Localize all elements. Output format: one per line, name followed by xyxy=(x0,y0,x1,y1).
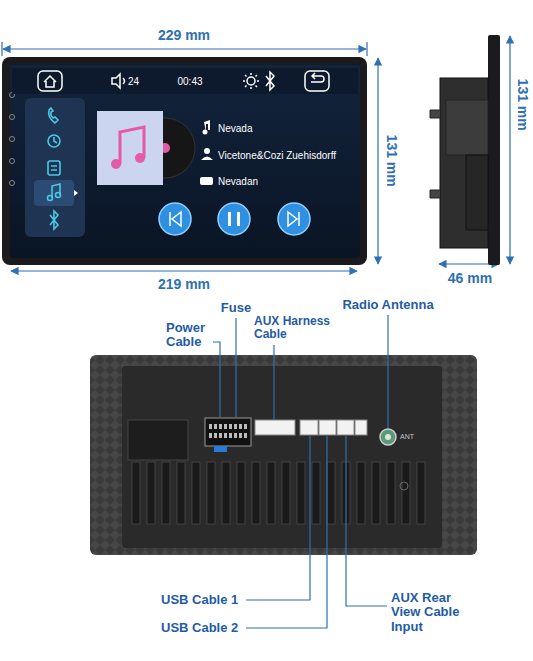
pin xyxy=(244,433,247,438)
rib xyxy=(147,462,155,524)
rib xyxy=(177,462,185,524)
rib xyxy=(237,462,245,524)
rib xyxy=(132,462,140,524)
rib xyxy=(357,462,365,524)
pin xyxy=(239,424,242,429)
pin xyxy=(229,433,232,438)
rib xyxy=(402,462,410,524)
dimension-label: 229 mm xyxy=(155,28,213,43)
rib xyxy=(267,462,275,524)
clock: 00:43 xyxy=(177,76,202,87)
dimension-label: 219 mm xyxy=(155,277,213,292)
head-unit-side xyxy=(430,35,500,265)
pin xyxy=(234,424,237,429)
callout-label: USB Cable 2 xyxy=(161,621,238,635)
track-title: Nevada xyxy=(218,123,252,134)
rib xyxy=(192,462,200,524)
track-artist: Vicetone&Cozi Zuehisdorff xyxy=(218,150,336,161)
rib xyxy=(222,462,230,524)
head-unit-back xyxy=(90,355,477,555)
volume-level: 24 xyxy=(128,76,139,87)
rib xyxy=(327,462,335,524)
callout-label: Fuse xyxy=(221,301,251,315)
pin xyxy=(209,424,212,429)
dimension-label: 131 mm xyxy=(383,132,398,190)
rib xyxy=(387,462,395,524)
pin xyxy=(219,424,222,429)
rib xyxy=(282,462,290,524)
pin xyxy=(239,433,242,438)
dimension-label: 46 mm xyxy=(445,271,495,286)
rib xyxy=(312,462,320,524)
callout-label: AUX Rear View Cable Input xyxy=(391,591,469,634)
playback-buttons xyxy=(159,203,310,235)
pin xyxy=(244,424,247,429)
rib xyxy=(297,462,305,524)
pin xyxy=(214,424,217,429)
port-marking: ANT xyxy=(400,433,414,441)
dimension-lines xyxy=(2,36,510,271)
rib xyxy=(372,462,380,524)
rib xyxy=(162,462,170,524)
callout-label: AUX Harness Cable xyxy=(254,315,338,341)
rib xyxy=(207,462,215,524)
pin xyxy=(219,433,222,438)
rib xyxy=(252,462,260,524)
pin xyxy=(229,424,232,429)
dimension-label: 131 mm xyxy=(514,76,529,134)
pin xyxy=(224,433,227,438)
callout-label: Radio Antenna xyxy=(342,298,433,312)
pin xyxy=(209,433,212,438)
head-unit-front xyxy=(2,57,367,265)
leader-lines xyxy=(213,315,388,628)
callout-label: USB Cable 1 xyxy=(161,593,238,607)
pin xyxy=(224,424,227,429)
rib xyxy=(417,462,425,524)
pin xyxy=(214,433,217,438)
callout-label: Power Cable xyxy=(166,321,212,350)
pin xyxy=(234,433,237,438)
track-album: Nevadan xyxy=(218,176,258,187)
